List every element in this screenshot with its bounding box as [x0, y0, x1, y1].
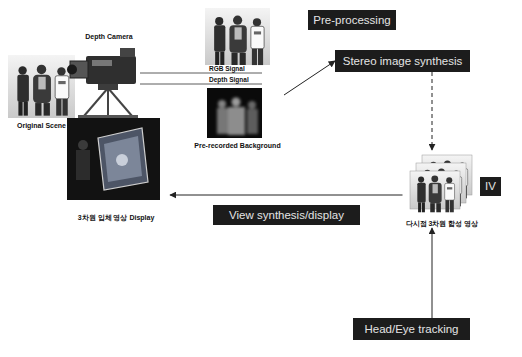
display-picture: 3차원 입체 영상 Display — [62, 112, 170, 222]
caption: 다시점 3차원 합성 영상 — [405, 220, 480, 228]
flow-arrow — [432, 72, 433, 150]
flow-arrow — [432, 228, 433, 318]
signal-name: RGB Signal — [208, 65, 246, 72]
signal-lines — [140, 73, 262, 84]
multi-view-images — [410, 155, 472, 212]
multiview-images: 다시점 3차원 합성 영상 — [403, 150, 482, 228]
flow-arrow — [170, 195, 403, 196]
box-text: Head/Eye tracking — [365, 323, 459, 336]
stereo-display-picture — [67, 118, 160, 200]
process-label: Pre-processing — [308, 10, 396, 30]
caption: Pre-recorded Background — [193, 142, 281, 150]
depth-camera-figure — [67, 48, 138, 124]
box-text: View synthesis/display — [229, 209, 344, 222]
caption: 3차원 입체 영상 Display — [77, 214, 156, 222]
process-box: Stereo image synthesis — [335, 50, 470, 72]
scene-photo: Original Scene — [5, 52, 78, 130]
process-label: View synthesis/display — [213, 205, 360, 225]
tag-box: IV — [480, 177, 501, 196]
caption: Original Scene — [16, 122, 67, 130]
background-image: Pre-recorded Background — [191, 86, 284, 150]
box-text: Stereo image synthesis — [343, 55, 463, 68]
flow-arrow — [284, 61, 335, 95]
box-text: IV — [485, 180, 496, 193]
signal-name: Depth Signal — [208, 76, 250, 83]
process-box: Head/Eye tracking — [353, 318, 470, 340]
rgb-image — [205, 8, 270, 65]
camera-figure: Depth Camera — [65, 33, 153, 123]
original-scene-photo — [8, 55, 75, 118]
depth-image — [207, 88, 262, 138]
caption: Depth Camera — [84, 33, 133, 41]
box-text: Pre-processing — [313, 14, 390, 27]
